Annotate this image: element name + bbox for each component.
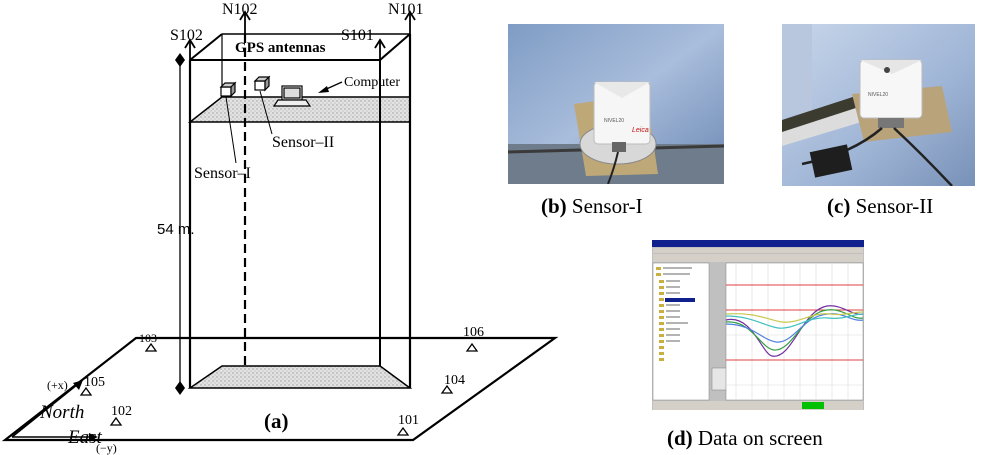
sensor-1-label: Sensor–I (194, 165, 251, 182)
axis-label-minus-y: (−y) (96, 441, 117, 455)
screen-plot-area (725, 262, 864, 401)
screen-title-bar (652, 240, 864, 247)
antenna-label-s102: S102 (170, 27, 203, 44)
screen-tree-pane (652, 262, 710, 401)
antenna-masts (184, 10, 416, 60)
panel-c-caption-text: Sensor-II (850, 194, 934, 218)
sensor-1-box (219, 81, 237, 98)
screen-data-curves (725, 305, 864, 357)
panel-d-caption: (d) Data on screen (667, 426, 823, 451)
ground-markers (79, 342, 479, 436)
computer-label: Computer (344, 75, 400, 90)
panel-c-caption: (c) Sensor-II (827, 194, 933, 219)
panel-d-caption-label: (d) (667, 426, 693, 450)
axis-label-north: North (39, 402, 84, 423)
panel-c-caption-label: (c) (827, 194, 851, 218)
screen-tree-text (663, 267, 692, 342)
panel-b-caption-text: Sensor-I (566, 194, 643, 218)
sensor-1-device-text: NIVEL20 (604, 118, 624, 124)
ground-plane (1, 336, 559, 442)
point-label-105: 105 (84, 375, 105, 390)
sensor-2-device-text: NIVEL20 (868, 92, 888, 98)
point-label-103: 103 (139, 331, 157, 345)
point-label-106: 106 (463, 325, 484, 340)
panel-a-caption: (a) (264, 409, 289, 433)
sensor-2-box (253, 75, 271, 92)
antenna-label-n102: N102 (222, 1, 258, 18)
point-label-101: 101 (398, 413, 419, 428)
tower-base-slab (187, 365, 413, 389)
leica-logo-b: Leica (632, 127, 649, 134)
panel-d-caption-text: Data on screen (692, 426, 823, 450)
screen-status-indicator (802, 402, 824, 409)
sensor-1-photo: NIVEL20 Leica (508, 24, 724, 184)
axes-arrows (11, 380, 98, 441)
antenna-label-s101: S101 (341, 27, 374, 44)
data-screen-screenshot (652, 240, 864, 410)
tower-frame (188, 33, 412, 388)
screen-reference-lines (726, 284, 863, 361)
sensor-2-photo: NIVEL20 (782, 24, 975, 186)
sensor-2-leader (259, 90, 273, 135)
axis-label-east: East (67, 427, 103, 448)
panel-b-caption: (b) Sensor-I (541, 194, 643, 219)
sensor-2-label: Sensor–II (272, 134, 334, 151)
point-label-102: 102 (111, 404, 132, 419)
gps-antennas-label: GPS antennas (235, 40, 326, 56)
sensor-1-leader (225, 96, 237, 164)
point-label-104: 104 (444, 373, 465, 388)
axis-label-plus-x: (+x) (47, 378, 68, 392)
computer-icon (272, 85, 312, 107)
screen-tree-folders (656, 267, 664, 361)
height-dimension (175, 53, 185, 395)
antenna-label-n101: N101 (388, 1, 424, 18)
panel-b-caption-label: (b) (541, 194, 567, 218)
height-label: 54 m. (157, 221, 195, 238)
computer-arrow (318, 81, 343, 93)
